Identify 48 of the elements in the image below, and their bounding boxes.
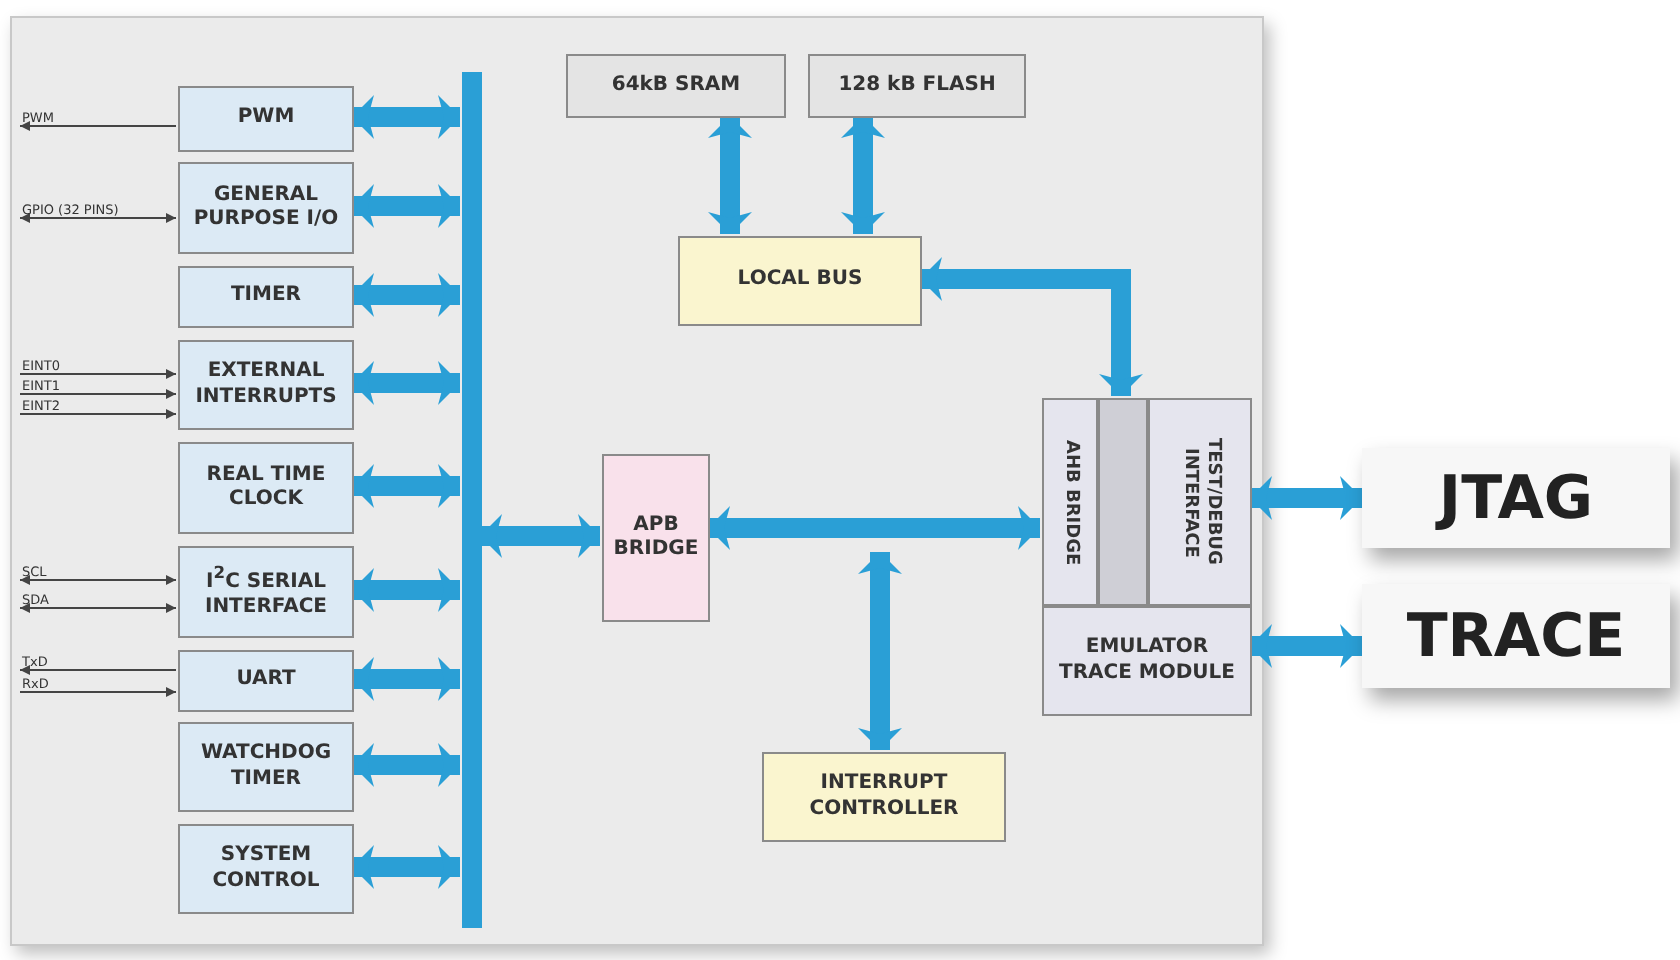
block-box: WATCHDOG TIMER (178, 722, 354, 812)
double-arrow (708, 506, 1040, 550)
double-arrow (352, 184, 460, 228)
interface-box: JTAG (1362, 448, 1670, 548)
double-arrow (352, 464, 460, 508)
signal-line (19, 409, 177, 419)
double-arrow (480, 514, 600, 558)
signal-line (19, 603, 177, 613)
signal-line (19, 213, 177, 223)
block-box: UART (178, 650, 354, 712)
double-arrow (708, 116, 752, 234)
double-arrow (352, 361, 460, 405)
signal-line (19, 369, 177, 379)
block-box: I$^{2}$C SERIAL INTERFACE (178, 546, 354, 638)
block-box: EXTERNAL INTERRUPTS (178, 340, 354, 430)
double-arrow (352, 95, 460, 139)
double-arrow (352, 657, 460, 701)
block-box: GENERAL PURPOSE I/O (178, 162, 354, 254)
double-arrow (920, 257, 1143, 396)
signal-line (19, 575, 177, 585)
signal-line (19, 121, 177, 131)
double-arrow (841, 116, 885, 234)
block-box: SYSTEM CONTROL (178, 824, 354, 914)
signal-line (19, 389, 177, 399)
chip-panel (10, 16, 1264, 946)
interface-box: TRACE (1362, 584, 1670, 688)
block-box: AHB BRIDGE (1042, 398, 1098, 606)
block-box: REAL TIME CLOCK (178, 442, 354, 534)
block-box: PWM (178, 86, 354, 152)
double-arrow (352, 743, 460, 787)
signal-line (19, 687, 177, 697)
block-box (1098, 398, 1148, 606)
block-box: INTERRUPT CONTROLLER (762, 752, 1006, 842)
block-box: EMULATOR TRACE MODULE (1042, 606, 1252, 716)
block-box: TIMER (178, 266, 354, 328)
bus-bar (462, 72, 482, 928)
double-arrow (352, 568, 460, 612)
block-box: LOCAL BUS (678, 236, 922, 326)
block-box: TEST/DEBUG INTERFACE (1148, 398, 1252, 606)
block-box: 128 kB FLASH (808, 54, 1026, 118)
double-arrow (352, 845, 460, 889)
block-box: APB BRIDGE (602, 454, 710, 622)
double-arrow (1250, 624, 1362, 668)
double-arrow (352, 273, 460, 317)
double-arrow (1250, 476, 1362, 520)
double-arrow (858, 552, 902, 750)
signal-line (19, 665, 177, 675)
block-box: 64kB SRAM (566, 54, 786, 118)
